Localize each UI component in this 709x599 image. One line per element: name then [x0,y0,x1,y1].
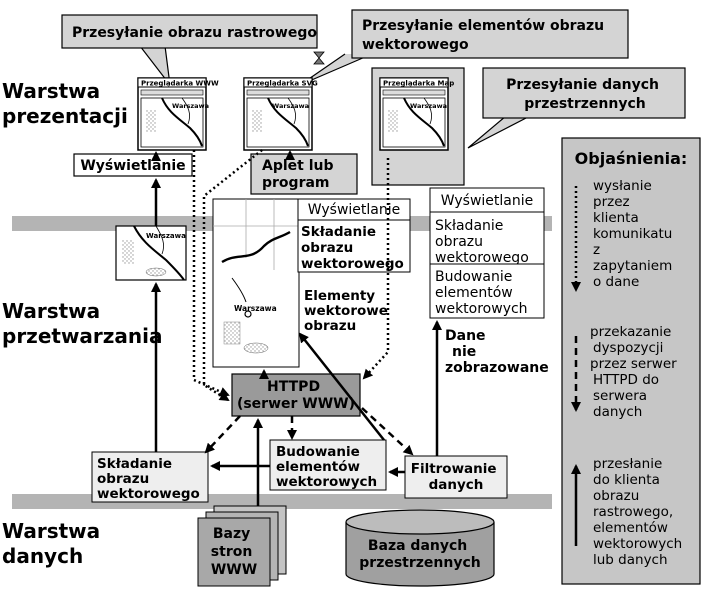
callout-raster-text: Przesyłanie obrazu rastrowego [72,25,317,41]
www-pages-database: Bazy stron WWW [197,505,287,587]
solid-arrows [151,150,442,506]
browser-www-city: Warszawa [172,102,209,110]
browser-map-city: Warszawa [410,102,447,110]
browser-svg-city: Warszawa [272,102,309,110]
browser-map-title: Przeglądarka Map [383,80,454,88]
vector-map-panel: Warszawa [212,198,300,368]
right-compose-box [429,211,545,265]
spatial-database: Baza danych przestrzennych [345,509,495,587]
layer-label-presentation: Warstwa prezentacji [2,79,128,128]
dotted-www-to-httpd [192,150,230,397]
middle-display-label: Wyświetlanie [308,202,400,218]
dashed-arrows [204,407,414,456]
middle-compose-box [297,219,411,273]
bottom-compose-label: Składanie obrazu wektorowego [97,456,200,502]
bottom-build-box [269,439,387,491]
browser-map: Przeglądarka Map Warszawa [379,77,454,151]
legend-title: Objaśnienia: [575,149,688,168]
callout-spatial-pointer [467,115,531,149]
callout-raster [61,14,318,49]
www-pages-database-label: Bazy stron WWW [211,526,257,578]
dotted-arrows [192,149,390,402]
vector-elements-label: Elementy wektorowe obrazu [304,288,393,334]
filtering-label: Filtrowanie danych [411,461,502,493]
callout-vector-text: Przesyłanie elementów obrazu wektorowego [362,18,609,53]
layer-label-processing: Warstwa przetwarzania [2,299,163,348]
bottom-build-label: Budowanie elementów wektorowych [276,444,377,490]
callout-vector [351,9,629,59]
browser-www-title: Przeglądarka WWW [141,80,219,88]
legend-dotted-text: wysłanie przez klienta komunikatu z zapy… [593,178,677,290]
applet-box [250,153,358,195]
raster-map-city: Warszawa [146,232,186,240]
legend-dashed-text: przekazanie dyspozycji przez serwer HTTP… [590,324,681,420]
callout-spatial [482,67,686,119]
display-left-box [73,153,193,177]
spatial-database-label: Baza danych przestrzennych [359,538,480,571]
layer-label-data: Warstwa danych [2,519,107,568]
middle-compose-label: Składanie obrazu wektorowego [301,224,404,272]
legend-panel [561,137,701,585]
arrow-build-to-vector-elements [298,332,385,441]
undisplayed-data-label: Dane nie zobrazowane [445,328,549,376]
right-build-box [429,263,545,319]
bottom-compose-box [91,451,209,503]
right-build-label: Budowanie elementów wektorowych [435,269,528,317]
browser-www: Przeglądarka WWW Warszawa [137,77,219,151]
vector-map-city: Warszawa [234,304,277,313]
browser-svg-title: Przeglądarka SVG [247,80,318,88]
applet-label: Aplet lub program [262,158,338,191]
right-compose-label: Składanie obrazu wektorowego [435,218,529,266]
filtering-box [404,455,508,499]
dashed-httpd-to-compose [204,415,241,454]
legend-solid-text: przesłanie do klienta obrazu rastrowego,… [593,456,687,568]
display-left-label: Wyświetlanie [80,158,185,174]
right-display-label: Wyświetlanie [441,193,533,209]
httpd-server-label: HTTPD (serwer WWW) [237,379,355,412]
hourglass-icon [313,51,325,65]
callout-spatial-text: Przesyłanie danych przestrzennych [506,77,664,112]
right-display-box [429,187,545,213]
raster-map-thumbnail: Warszawa [115,225,187,281]
browser-svg: Przeglądarka SVG Warszawa [243,77,318,151]
